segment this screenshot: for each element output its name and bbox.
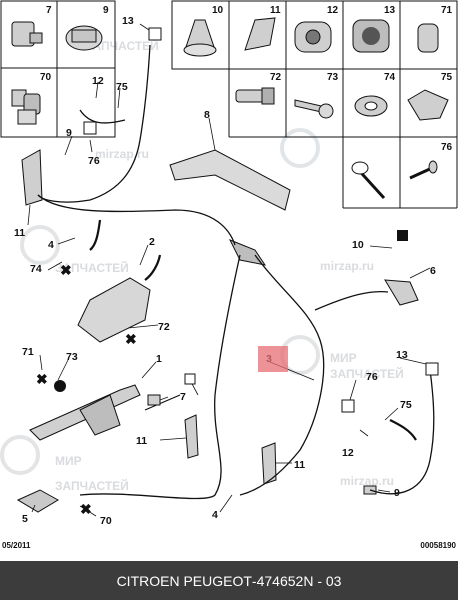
label-part-6: 6 (430, 265, 436, 277)
lever-cover-part-2 (77, 277, 151, 343)
label-part-8: 8 (204, 109, 210, 121)
label-part-76: 76 (366, 371, 378, 383)
grid-cell-number: 73 (327, 72, 339, 83)
clip-part-75 (407, 89, 449, 121)
marker-76b (341, 399, 355, 413)
equalizer-part-3-connector (228, 239, 267, 266)
label-part-10: 10 (352, 239, 364, 251)
label-part-4: 4 (212, 509, 218, 521)
watermark-text: МИР (330, 351, 357, 365)
bracket-part-11 (244, 17, 276, 51)
marker-74-cross: ✖ (60, 262, 72, 278)
label-part-2: 2 (149, 236, 155, 248)
watermark-domain: mirzap.ru (95, 147, 149, 161)
pin-part-76 (409, 160, 438, 180)
grommet-part-12 (294, 21, 332, 53)
marker-72-cross: ✖ (125, 331, 137, 347)
watermark-group: ЗАПЧАСТЕЙ mirzap.ru ЗАПЧАСТЕЙ mirzap.ru … (0, 38, 404, 493)
watermark-text: ЗАПЧАСТЕЙ (85, 38, 159, 53)
label-part-4: 4 (48, 239, 54, 251)
label-part-12: 12 (92, 75, 104, 87)
date-code: 05/2011 (2, 541, 31, 550)
grid-cell-number: 13 (384, 5, 396, 16)
grid-cell-number: 74 (384, 72, 396, 83)
label-part-70: 70 (100, 515, 112, 527)
watermark-domain: mirzap.ru (320, 259, 374, 273)
label-part-74: 74 (30, 263, 42, 275)
label-part-7: 7 (180, 391, 186, 403)
clip-part-9 (65, 25, 103, 51)
marker-70-cross: ✖ (80, 501, 92, 517)
label-part-72: 72 (158, 321, 170, 333)
label-part-11: 11 (14, 227, 25, 239)
screw-part-72 (294, 99, 334, 119)
label-part-75: 75 (400, 399, 412, 411)
label-part-12: 12 (342, 447, 354, 459)
grid-cell-number: 11 (270, 5, 281, 16)
marker-13a (148, 27, 162, 41)
footer-page: N - 03 (303, 572, 342, 589)
bracket-part-11-mid (184, 414, 199, 459)
clip-part-7 (11, 21, 43, 47)
label-part-13: 13 (396, 349, 408, 361)
drawing-code: 00058190 (420, 541, 456, 550)
marker-76a (83, 121, 97, 135)
label-part-73: 73 (66, 351, 78, 363)
marker-13b (425, 362, 439, 376)
label-part-9: 9 (394, 487, 400, 499)
grid-cell-number: 76 (441, 142, 453, 153)
rivet-part-10 (183, 19, 217, 57)
label-part-5: 5 (22, 513, 28, 525)
tie-part-75 (351, 161, 386, 200)
bracket-part-11-right (261, 442, 277, 485)
label-part-11: 11 (136, 435, 147, 447)
grid-cell-number: 9 (103, 5, 109, 16)
grid-cell-number: 10 (212, 5, 224, 16)
bracket-part-11-left (21, 149, 43, 206)
watermark-text: ЗАПЧАСТЕЙ (55, 478, 129, 493)
clip-part-7-main (147, 394, 161, 406)
bracket-part-5 (16, 489, 59, 513)
grid-cell-number: 71 (441, 5, 453, 16)
bolt-part-71 (235, 87, 275, 105)
footer-part-number: 474652 (256, 572, 304, 589)
clip-part-70 (11, 89, 41, 125)
marker-10 (397, 230, 408, 241)
label-part-76: 76 (88, 155, 100, 167)
handbrake-lever (29, 384, 181, 441)
brake-bracket-part-6 (384, 279, 419, 306)
grid-cell-number: 72 (270, 72, 282, 83)
cap-part-74 (417, 23, 439, 53)
marker-71-cross: ✖ (36, 371, 48, 387)
grid-cell-number: 75 (441, 72, 453, 83)
bushing-part-13 (352, 19, 390, 53)
parts-grid-top-left (0, 0, 116, 138)
grid-cell-number: 12 (327, 5, 339, 16)
parts-grid-top-right (171, 0, 458, 209)
marker-7-box (184, 373, 196, 385)
watermark-domain: mirzap.ru (340, 474, 394, 488)
support-part-8 (169, 149, 291, 211)
marker-73 (54, 380, 66, 392)
watermark-text: ЗАПЧАСТЕЙ (55, 260, 129, 275)
grid-cell-number: 7 (46, 5, 52, 16)
label-part-9: 9 (66, 127, 72, 139)
parking-brake-exploded-diagram: ЗАПЧАСТЕЙ mirzap.ru ЗАПЧАСТЕЙ mirzap.ru … (0, 0, 458, 527)
washer-part-73 (354, 95, 388, 117)
callout-markers: ✖ ✖ ✖ ✖ (36, 27, 439, 517)
label-part-1: 1 (156, 353, 162, 365)
footer-brand: CITROEN PEUGEOT (116, 572, 252, 589)
footer-separator: - (251, 572, 257, 589)
footer-bar: CITROEN PEUGEOT - 474652 N - 03 (0, 561, 458, 600)
label-part-11: 11 (294, 459, 305, 471)
grid-cell-number: 70 (40, 72, 52, 83)
label-part-71: 71 (22, 346, 34, 358)
watermark-text: ЗАПЧАСТЕЙ (330, 366, 404, 381)
label-part-13: 13 (122, 15, 134, 27)
cable-group (37, 44, 435, 500)
watermark-text: МИР (55, 454, 82, 468)
highlighted-part-marker (258, 346, 288, 372)
label-part-75: 75 (116, 81, 128, 93)
